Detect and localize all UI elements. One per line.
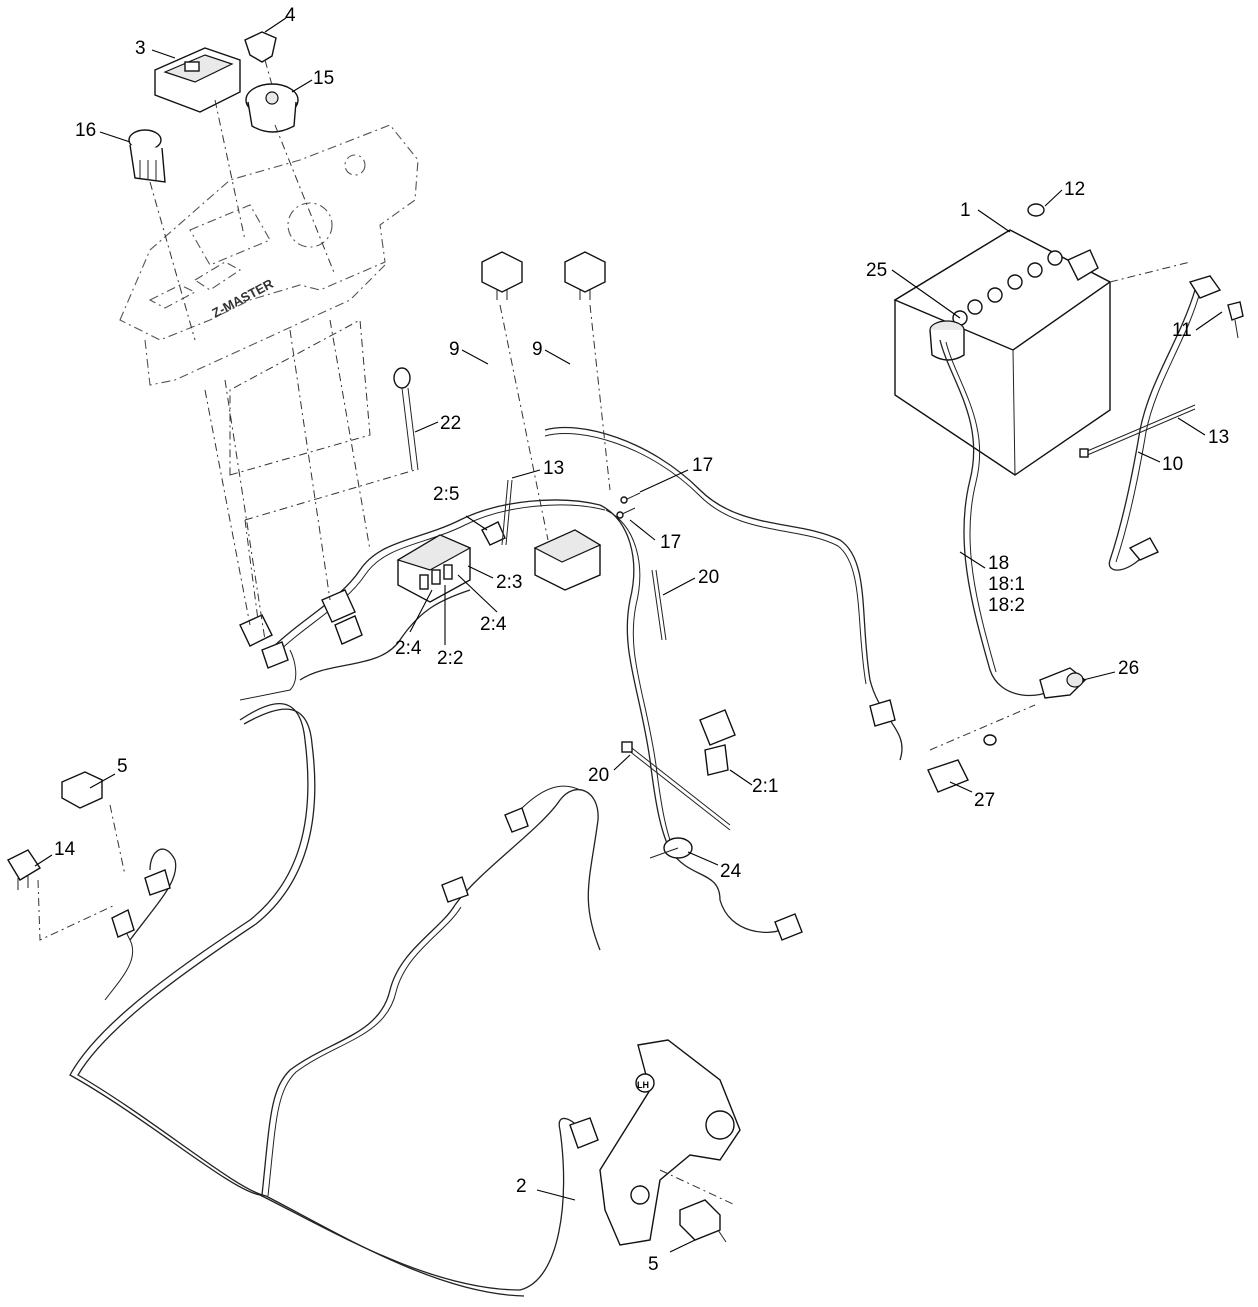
callout-25: 25 — [866, 260, 887, 281]
panel-brand-text: Z-MASTER — [209, 276, 276, 321]
fuse-block-part-2-2 — [396, 534, 472, 603]
callout-24: 24 — [720, 861, 742, 882]
callout-22: 22 — [440, 413, 461, 434]
callout-1: 1 — [960, 200, 971, 221]
connector-part-14-mate — [111, 909, 135, 938]
callout-20-lower: 20 — [588, 765, 609, 786]
callout-13-battery: 13 — [1208, 427, 1229, 448]
callout-2-4-right: 2:4 — [480, 614, 507, 635]
diode-part-22 — [393, 367, 419, 471]
switch-part-14 — [7, 849, 41, 890]
hour-meter-part-3 — [154, 47, 241, 113]
mounting-bracket-lh: LH — [599, 1039, 741, 1246]
nut-part-12 — [1027, 203, 1045, 217]
callout-17-lower: 17 — [660, 532, 681, 553]
callout-18-2: 18:2 — [988, 595, 1025, 616]
cable-tie-part-20-lower — [621, 741, 731, 831]
switch-part-16 — [128, 129, 166, 183]
callout-11: 11 — [1172, 320, 1192, 341]
positive-cable-part-18 — [939, 339, 1056, 697]
assembly-lines — [37, 59, 1191, 1206]
callout-2-4-left: 2:4 — [395, 638, 422, 659]
callout-15: 15 — [313, 68, 334, 89]
wire-harness-part-2 — [69, 426, 903, 1297]
connector-end-lower-right — [774, 913, 803, 941]
leader-lines — [34, 17, 1223, 1253]
relay-part-9-left — [481, 251, 523, 300]
callout-17-upper: 17 — [692, 455, 713, 476]
callout-2-5: 2:5 — [433, 484, 459, 505]
callout-2-1: 2:1 — [752, 776, 778, 797]
bolt-part-11 — [1227, 301, 1244, 339]
connector-part-2-5 — [481, 521, 506, 546]
callout-3: 3 — [135, 38, 146, 59]
connector-bracket-mate — [569, 1117, 599, 1149]
callout-16: 16 — [75, 120, 96, 141]
clip-part-24 — [649, 837, 693, 859]
cable-boot-part-26 — [1039, 667, 1087, 699]
callout-labels: 3 4 15 16 1 12 25 11 13 10 9 9 22 13 17 … — [54, 5, 1229, 1275]
callout-2-2: 2:2 — [437, 648, 463, 669]
connector-part-2-1 — [699, 709, 736, 776]
callout-12: 12 — [1064, 179, 1085, 200]
callout-20-upper: 20 — [698, 567, 719, 588]
callout-18: 18 — [988, 553, 1009, 574]
connector-end-middle — [441, 807, 529, 903]
callout-2-3: 2:3 — [496, 572, 522, 593]
callout-2: 2 — [516, 1176, 527, 1197]
screw-part-17 — [616, 492, 641, 519]
callout-4: 4 — [285, 5, 296, 26]
relay-part-5-upper — [61, 771, 103, 809]
callout-5-upper: 5 — [117, 756, 128, 777]
callout-5-lower: 5 — [648, 1254, 659, 1275]
terminal-cover-part-25 — [929, 320, 965, 361]
relay-socket-center — [533, 529, 602, 591]
callout-27: 27 — [974, 790, 995, 811]
callout-10: 10 — [1162, 454, 1183, 475]
negative-cable-part-10 — [1108, 289, 1196, 571]
connector-part-5-upper-mate — [144, 869, 171, 896]
connector-cluster-left — [239, 589, 363, 669]
control-panel-ghost: Z-MASTER — [119, 124, 419, 386]
callout-26: 26 — [1118, 658, 1139, 679]
connector-part-27 — [869, 699, 997, 793]
bracket-lh-text: LH — [637, 1080, 649, 1090]
cable-tie-part-13-battery — [1079, 404, 1196, 458]
callout-9-right: 9 — [532, 339, 543, 360]
ignition-switch-part-15 — [245, 83, 299, 133]
battery-part-1 — [893, 229, 1112, 476]
cable-tie-part-20-upper — [651, 569, 667, 641]
relay-part-9-right — [564, 251, 606, 300]
switch-part-5-lower — [679, 1199, 727, 1243]
key-part-4 — [244, 31, 277, 63]
callout-9-left: 9 — [449, 339, 460, 360]
callout-18-1: 18:1 — [988, 574, 1025, 595]
callout-14: 14 — [54, 839, 76, 860]
callout-13-center: 13 — [543, 458, 564, 479]
cable-tie-part-13-center — [501, 479, 513, 546]
